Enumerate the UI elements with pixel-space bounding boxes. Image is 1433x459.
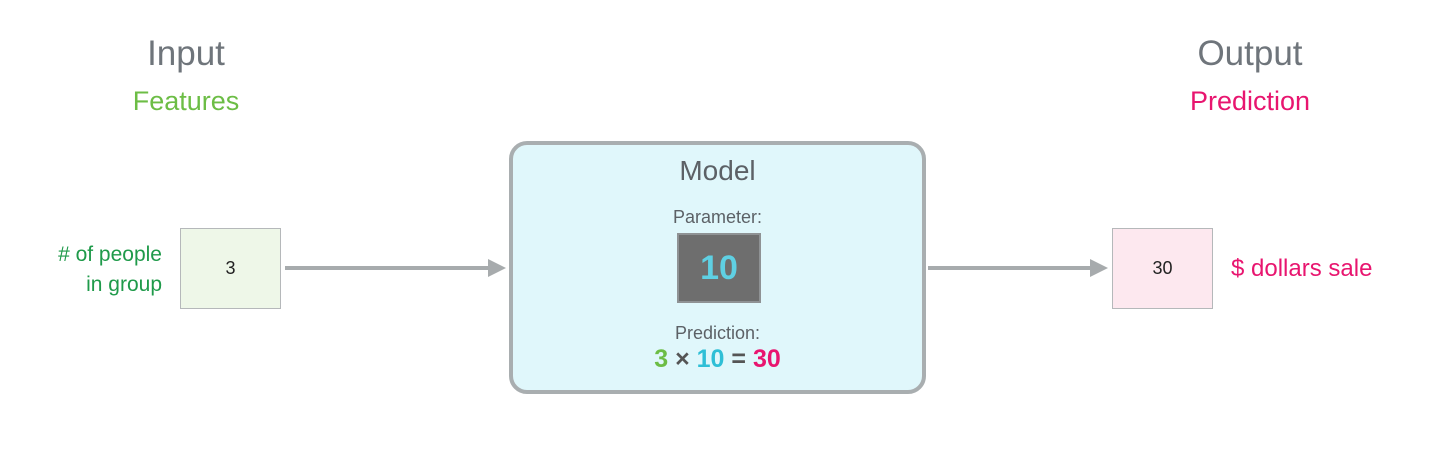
output-heading: Output — [1197, 34, 1303, 73]
features-subheading: Features — [132, 86, 240, 116]
input-value-box: 3 — [180, 228, 281, 309]
prediction-subheading: Prediction — [1189, 86, 1311, 116]
parameter-value: 10 — [700, 248, 738, 287]
model-box: Model Parameter: 10 Prediction: 3 × 10 =… — [509, 141, 926, 394]
feature-label-line2: in group — [86, 273, 162, 296]
input-heading: Input — [147, 34, 225, 73]
input-to-model-arrow — [285, 259, 506, 277]
feature-label-line1: # of people — [58, 243, 162, 266]
output-value-box: 30 — [1112, 228, 1213, 309]
equation-times: × — [675, 345, 690, 373]
equation-input: 3 — [654, 345, 669, 373]
equation-equals: = — [731, 345, 747, 373]
model-title: Model — [679, 155, 756, 186]
output-value: 30 — [1152, 258, 1173, 278]
prediction-label: Prediction: — [674, 323, 761, 343]
equation-parameter: 10 — [696, 345, 725, 373]
parameter-label: Parameter: — [672, 207, 763, 227]
equation-result: 30 — [752, 345, 781, 373]
feature-label: # of people in group — [2, 240, 162, 300]
model-to-output-arrow — [928, 259, 1108, 277]
input-value: 3 — [225, 258, 236, 278]
parameter-value-box: 10 — [677, 233, 761, 303]
output-label: $ dollars sale — [1231, 255, 1373, 282]
prediction-equation: 3 × 10 = 30 — [513, 345, 922, 374]
